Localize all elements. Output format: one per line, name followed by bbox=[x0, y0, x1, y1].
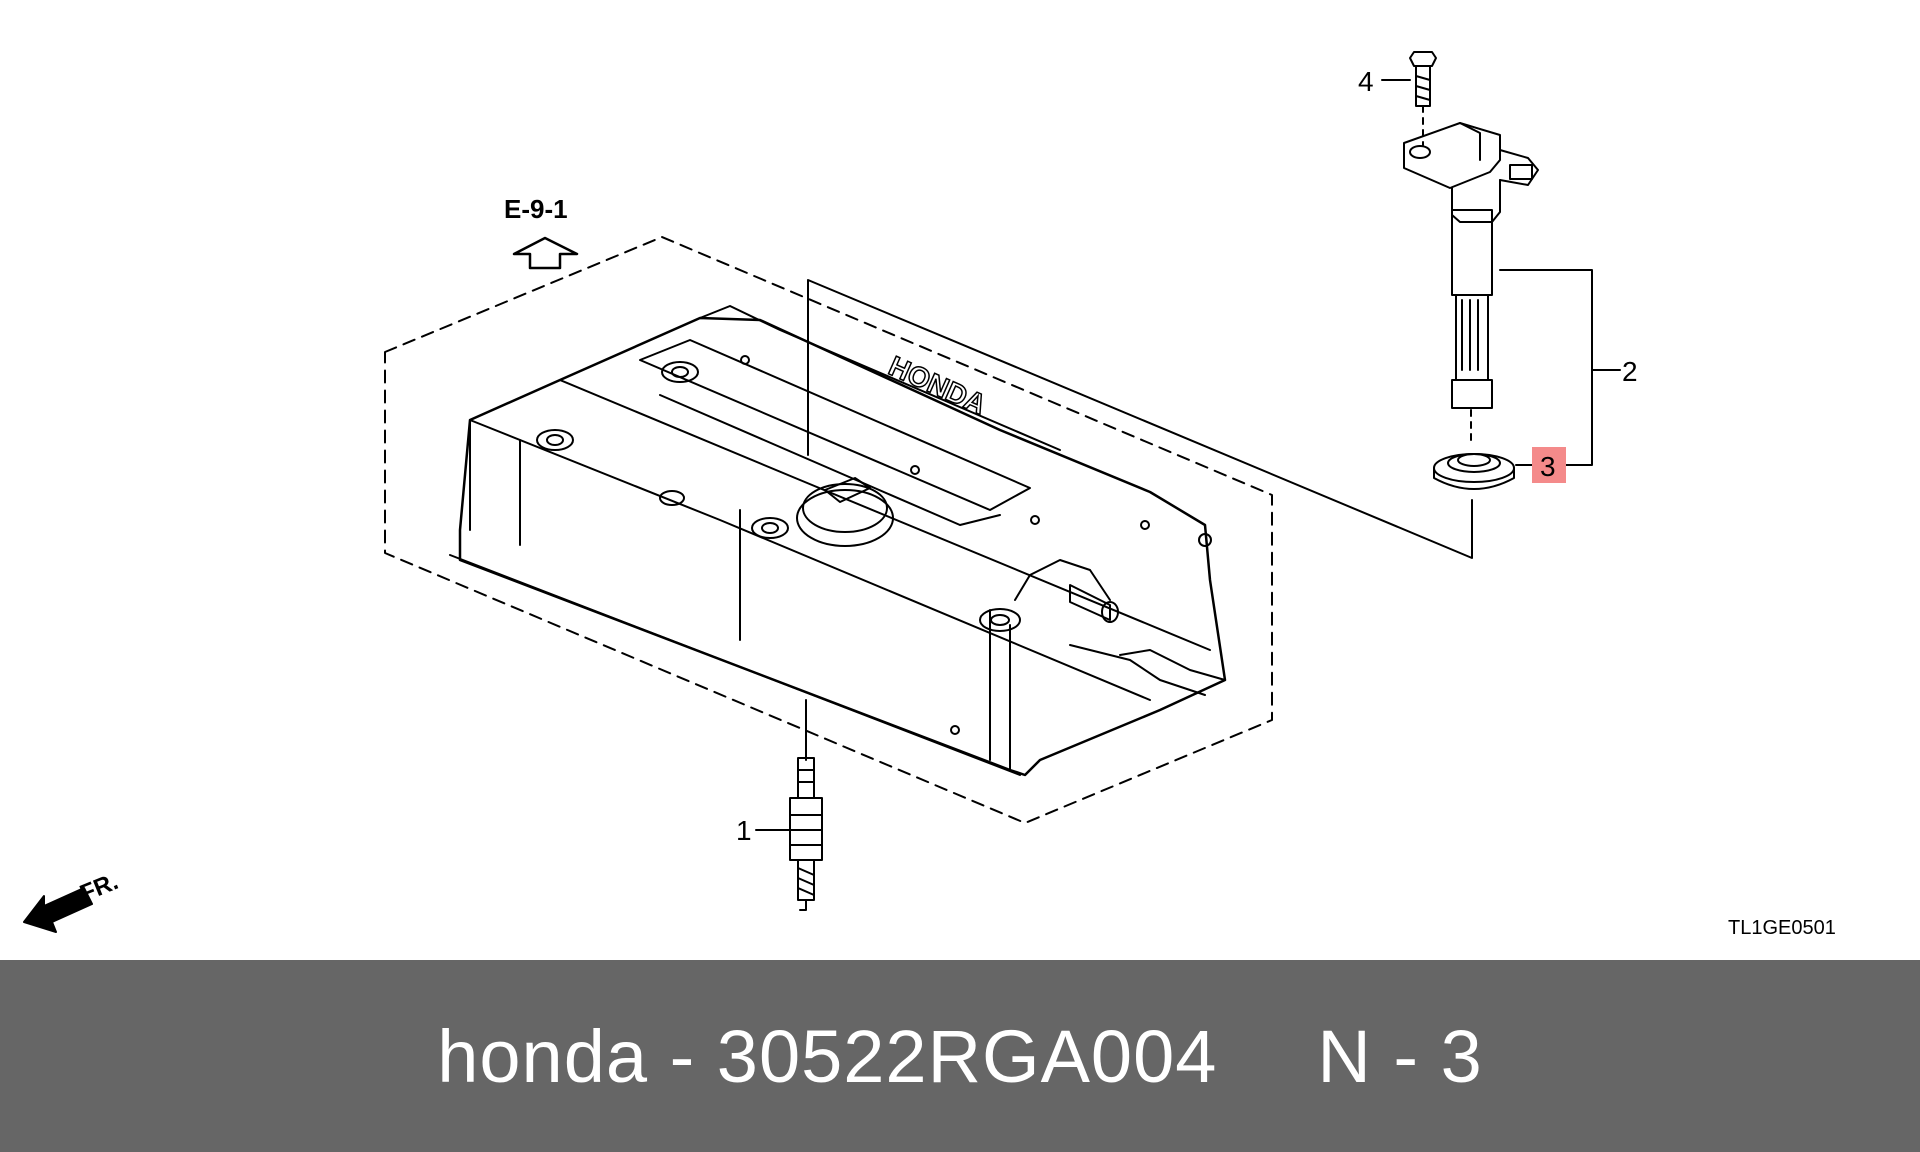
plug-tube-seal bbox=[1433, 409, 1515, 490]
section-ref-label[interactable]: E-9-1 bbox=[504, 194, 568, 224]
callout-1[interactable]: 1 bbox=[736, 815, 752, 846]
ignition-coil bbox=[1403, 122, 1539, 409]
callout-3-highlight bbox=[1532, 447, 1566, 483]
figure-code: TL1GE0501 bbox=[1728, 917, 1836, 939]
spark-plug bbox=[789, 699, 823, 911]
brand-embossing: HONDA bbox=[884, 350, 990, 420]
part-number-text: honda - 30522RGA004 bbox=[437, 1014, 1218, 1098]
coil-bolt bbox=[1409, 51, 1437, 146]
front-direction-arrow-icon bbox=[23, 887, 93, 933]
valve-cover bbox=[449, 305, 1227, 777]
parts-diagram: HONDA E-9-1 FR. 1 2 3 4 TL1GE0501 bbox=[23, 51, 1836, 939]
footer-bar: honda - 30522RGA004 N - 3 bbox=[0, 960, 1920, 1152]
front-label: FR. bbox=[76, 868, 122, 908]
assembly-boundary bbox=[384, 236, 1273, 824]
reference-text: N - 3 bbox=[1317, 1014, 1483, 1098]
callout-3[interactable]: 3 bbox=[1540, 451, 1556, 482]
callout-2[interactable]: 2 bbox=[1622, 356, 1638, 387]
callout-4[interactable]: 4 bbox=[1358, 66, 1374, 97]
section-ref-arrow-icon[interactable] bbox=[512, 236, 579, 270]
